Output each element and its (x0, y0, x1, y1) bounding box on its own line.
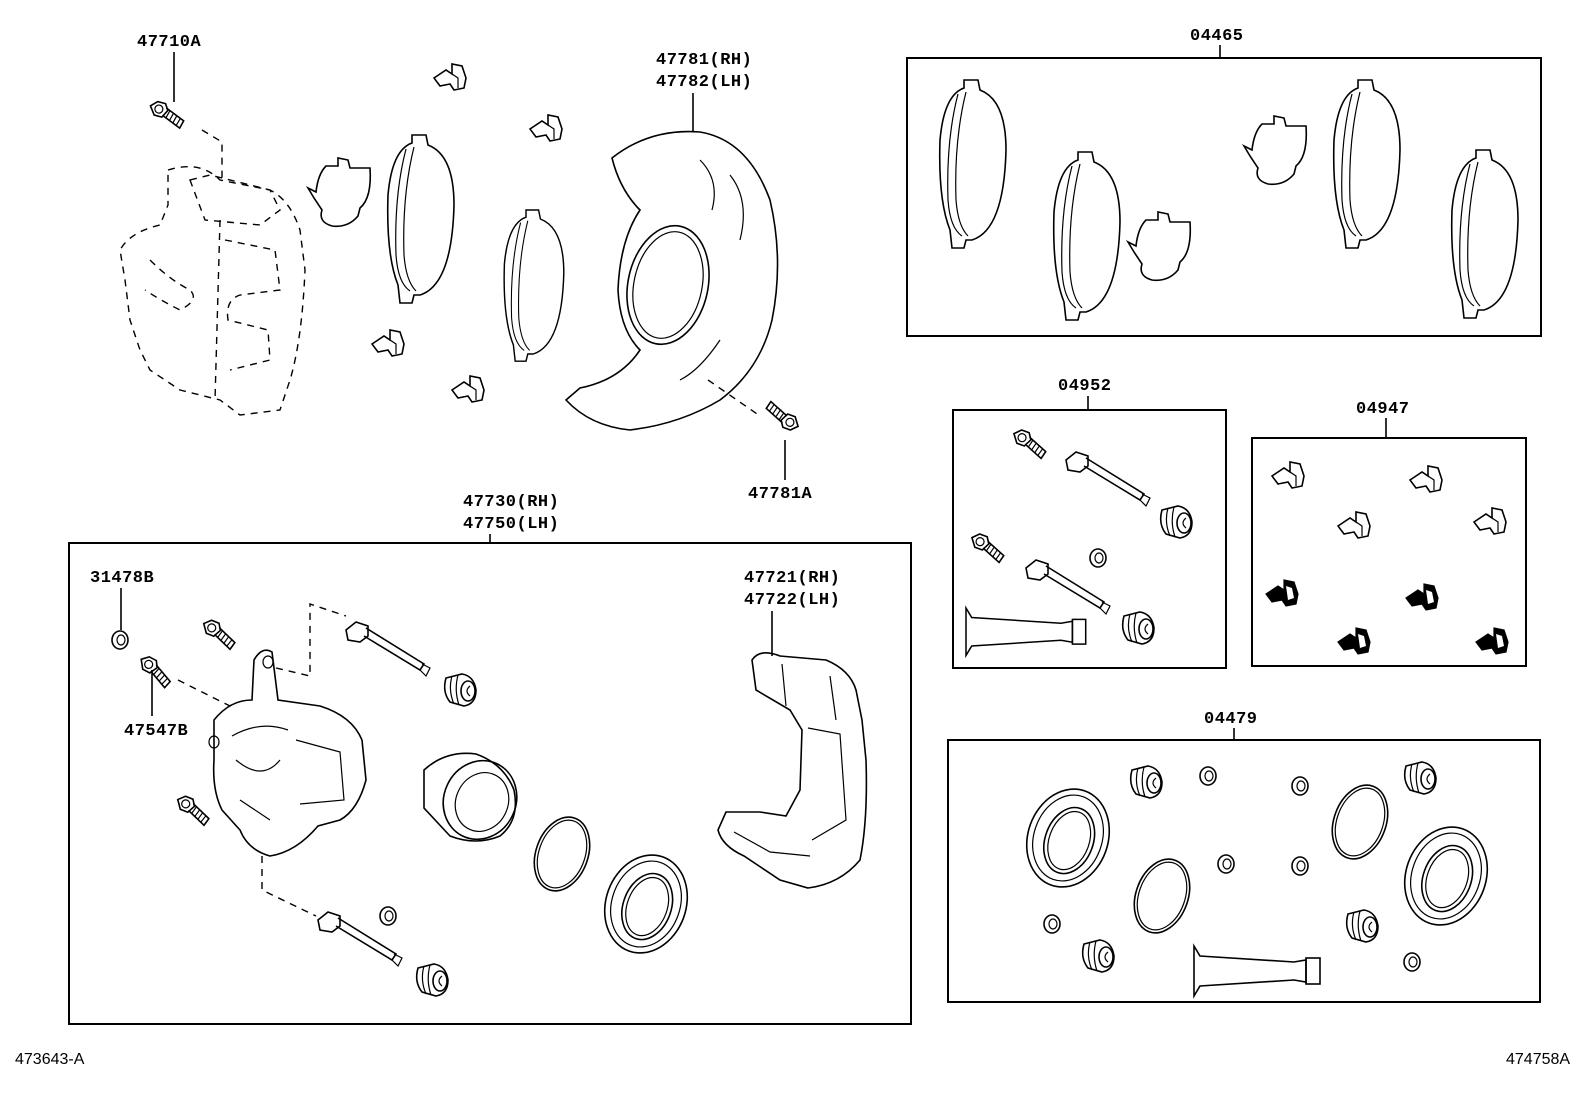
slide-pin-icon (317, 911, 403, 967)
label-47722-lh: 47722(LH) (744, 591, 840, 610)
hex-bolt-icon (966, 531, 1009, 564)
bushing-icon (1199, 766, 1217, 786)
dust-boot-icon (1081, 939, 1115, 973)
o-ring-icon (523, 808, 601, 900)
brake-pad-icon (1332, 79, 1401, 249)
pad-support-clip-icon (433, 63, 467, 91)
pad-support-clip-icon (1337, 511, 1371, 539)
pad-support-clip-icon (371, 329, 405, 357)
label-31478b: 31478B (90, 569, 154, 588)
hex-bolt-icon (171, 793, 215, 827)
label-47730-rh: 47730(RH) (463, 493, 559, 512)
label-47781a: 47781A (748, 485, 813, 504)
cylinder-kit-box (947, 739, 1541, 1003)
dust-boot-icon (1121, 611, 1155, 645)
hex-bolt-icon (761, 400, 804, 433)
pad-support-clip-icon (1405, 583, 1439, 611)
grease-tube-icon (965, 607, 1087, 657)
bushing-icon (1403, 952, 1421, 972)
pad-support-clip-icon (529, 114, 563, 142)
label-47721-rh: 47721(RH) (744, 569, 840, 588)
slide-pin-icon (345, 621, 431, 677)
dust-cover-drawing (564, 130, 779, 431)
grease-tube-icon (1193, 945, 1321, 997)
pad-support-clip-icon (1473, 507, 1507, 535)
label-47750-lh: 47750(LH) (463, 515, 559, 534)
label-04465: 04465 (1190, 27, 1244, 46)
dust-boot-icon (1159, 505, 1193, 539)
piston-seal-icon (590, 842, 702, 966)
label-04479: 04479 (1204, 710, 1258, 729)
anti-squeal-shim-icon (307, 157, 372, 228)
caliper-mounting-drawing (717, 652, 868, 889)
piston-icon (423, 752, 518, 842)
dust-boot-icon (443, 673, 477, 707)
bleeder-cap-icon (1291, 856, 1309, 876)
anti-squeal-shim-icon (1127, 211, 1192, 282)
bushing-icon (1089, 548, 1107, 568)
bushing-icon (1043, 914, 1061, 934)
pad-support-clip-icon (1265, 579, 1299, 607)
label-47547b: 47547B (124, 722, 188, 741)
dust-boot-icon (415, 963, 449, 997)
brake-pad-icon (1450, 149, 1519, 319)
bushing-icon (1291, 776, 1309, 796)
label-04952: 04952 (1058, 377, 1112, 396)
piston-seal-icon (1390, 814, 1502, 938)
caliper-cylinder-drawing (208, 649, 367, 857)
hex-bolt-icon (146, 99, 188, 130)
pad-support-clip-icon (451, 375, 485, 403)
dust-boot-icon (1403, 761, 1437, 795)
dust-boot-icon (1345, 909, 1379, 943)
dust-boot-icon (1129, 765, 1163, 799)
hex-bolt-icon (1008, 427, 1051, 460)
pad-support-clip-icon (1271, 461, 1305, 489)
pin-kit-box (952, 409, 1227, 669)
label-47781-rh: 47781(RH) (656, 51, 752, 70)
brake-pad-icon (386, 134, 455, 304)
o-ring-icon (1123, 850, 1201, 942)
piston-seal-icon (1012, 776, 1124, 900)
anti-squeal-shim-icon (1243, 115, 1308, 186)
pad-kit-box (906, 57, 1542, 337)
caliper-body-drawing (119, 166, 306, 416)
bleeder-cap-icon (111, 630, 129, 650)
o-ring-icon (1321, 776, 1399, 868)
pad-support-clip-icon (1475, 627, 1509, 655)
bleeder-cap-icon (1217, 854, 1235, 874)
brake-pad-icon (1052, 151, 1121, 321)
label-47782-lh: 47782(LH) (656, 73, 752, 92)
pad-support-clip-icon (1409, 465, 1443, 493)
slide-pin-icon (1025, 559, 1111, 615)
bushing-icon (379, 906, 397, 926)
brake-pad-icon (503, 209, 565, 362)
label-47710a: 47710A (137, 33, 202, 52)
footer-ref-right: 474758A (1506, 1051, 1570, 1068)
slide-pin-icon (1065, 451, 1151, 507)
fitting-kit-box (1251, 437, 1527, 667)
hex-bolt-icon (197, 617, 241, 651)
caliper-assembly-box (68, 542, 912, 1025)
pad-support-clip-icon (1337, 627, 1371, 655)
label-04947: 04947 (1356, 400, 1410, 419)
footer-ref-left: 473643-A (15, 1051, 85, 1068)
brake-pad-icon (938, 79, 1007, 249)
bleeder-plug-icon (133, 653, 177, 690)
